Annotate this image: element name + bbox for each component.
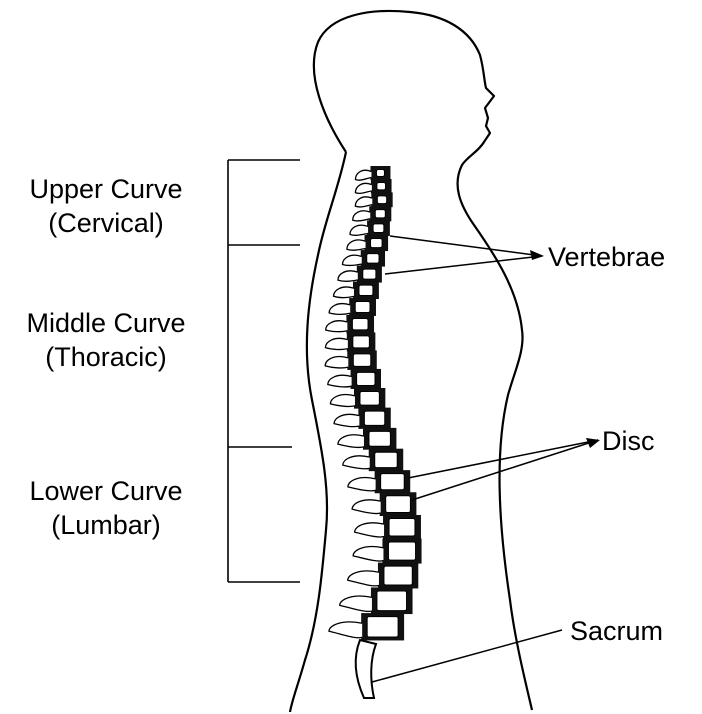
label-sacrum: Sacrum [570, 614, 663, 648]
vertebra [364, 411, 384, 425]
leader-disc-2 [412, 440, 598, 500]
arrowhead-disc [586, 438, 600, 448]
spinous-process [329, 304, 350, 315]
spinous-process [347, 240, 366, 250]
vertebra [363, 269, 376, 279]
spinous-process [329, 622, 362, 638]
spinous-process [325, 357, 348, 368]
vertebra [353, 336, 370, 348]
spinous-process [353, 547, 383, 562]
vertebra [377, 196, 386, 204]
leader-lines [372, 236, 598, 682]
vertebra [369, 431, 390, 446]
region-title-middle: Middle Curve [0, 306, 212, 340]
spinous-process [350, 225, 368, 235]
label-vertebrae: Vertebrae [548, 240, 665, 274]
vertebra [352, 318, 368, 329]
region-label-upper: Upper Curve (Cervical) [0, 172, 212, 240]
vertebra [367, 254, 379, 264]
sacrum-shape [356, 640, 376, 698]
spinous-process [355, 183, 372, 193]
region-title-upper: Upper Curve [0, 172, 212, 206]
vertebra [359, 285, 373, 295]
region-subtitle-middle: (Thoracic) [0, 340, 212, 374]
vertebra [375, 210, 385, 218]
spinal-column [325, 166, 421, 640]
spinous-process [348, 478, 376, 491]
region-title-lower: Lower Curve [0, 474, 212, 508]
spinous-process [330, 395, 355, 407]
vertebra [377, 591, 407, 611]
spinous-process [338, 271, 358, 281]
arrowheads [530, 250, 600, 448]
region-subtitle-upper: (Cervical) [0, 206, 212, 240]
vertebra [373, 224, 384, 233]
vertebra [389, 519, 415, 536]
spinous-process [338, 435, 364, 448]
region-bracket [228, 160, 300, 582]
arrowhead-vertebrae [530, 250, 544, 260]
vertebra [376, 170, 384, 177]
vertebra [386, 496, 411, 513]
vertebra [375, 452, 397, 467]
vertebra [360, 391, 379, 405]
vertebra [377, 183, 386, 190]
spinous-process [334, 414, 359, 426]
vertebra [384, 566, 412, 585]
vertebra [388, 542, 415, 560]
leader-vertebrae-2 [385, 256, 542, 274]
spinous-process [326, 321, 348, 332]
spinous-process [355, 523, 384, 537]
vertebra [357, 372, 375, 385]
vertebra [371, 239, 383, 248]
vertebra [353, 354, 370, 367]
spinous-process [355, 197, 372, 207]
spinous-process [325, 338, 347, 349]
spinous-process [348, 571, 379, 586]
spinous-process [340, 596, 372, 611]
leader-vertebrae-1 [390, 236, 542, 256]
spinous-process [355, 170, 371, 180]
spinous-process [334, 287, 354, 298]
spinous-process [353, 211, 371, 221]
spinous-process [328, 375, 352, 387]
vertebra [355, 302, 370, 313]
spinous-process [342, 255, 361, 265]
label-disc: Disc [602, 424, 655, 458]
vertebra [367, 617, 398, 637]
leader-disc-1 [408, 440, 598, 478]
spinous-process [352, 500, 381, 514]
vertebra [381, 474, 405, 490]
region-label-lower: Lower Curve (Lumbar) [0, 474, 212, 542]
region-subtitle-lower: (Lumbar) [0, 508, 212, 542]
region-label-middle: Middle Curve (Thoracic) [0, 306, 212, 374]
spinous-process [343, 456, 370, 469]
